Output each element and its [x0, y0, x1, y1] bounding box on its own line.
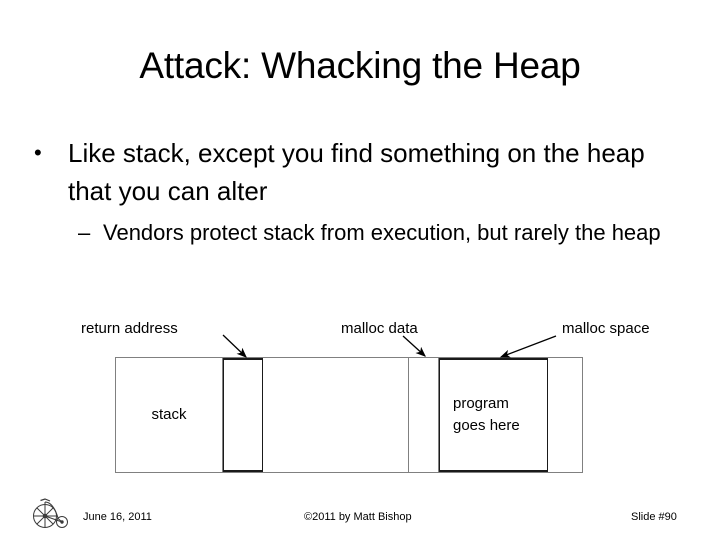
bullet-level-1-text: Like stack, except you find something on…: [68, 138, 645, 206]
label-malloc-space: malloc space: [562, 320, 650, 337]
memory-cell-stack-label: stack: [151, 406, 187, 423]
label-malloc-data: malloc data: [341, 320, 418, 337]
memory-cell-program-line1: program: [453, 395, 509, 412]
footer-slide-number: Slide #90: [631, 511, 677, 523]
bullet-level-2-text: Vendors protect stack from execution, bu…: [103, 220, 661, 245]
memory-cell-program-label: program goes here: [453, 393, 520, 437]
arrow-return-address: [222, 334, 247, 358]
memory-cell-program-line2: goes here: [453, 417, 520, 434]
bullet-level-2: – Vendors protect stack from execution, …: [78, 216, 678, 250]
footer-copyright: ©2011 by Matt Bishop: [304, 511, 412, 523]
bullet-level-1: • Like stack, except you find something …: [34, 134, 674, 210]
memory-cell-stack: stack: [116, 358, 223, 472]
page-title: Attack: Whacking the Heap: [139, 45, 581, 86]
memory-cell-program: program goes here: [439, 358, 548, 472]
bullet-marker-icon: •: [34, 140, 42, 165]
memory-layout-bar: stack program goes here: [115, 357, 583, 473]
memory-cell-tail-region: [548, 358, 582, 472]
memory-cell-return-address: [223, 358, 263, 472]
label-return-address: return address: [81, 320, 178, 337]
dash-marker-icon: –: [78, 220, 91, 245]
memory-cell-malloc-data: [409, 358, 439, 472]
penny-farthing-bicycle-logo: [33, 498, 68, 528]
arrow-malloc-data: [402, 335, 426, 357]
arrow-malloc-space: [499, 335, 557, 358]
footer-date: June 16, 2011: [83, 511, 152, 523]
memory-cell-free-region: [263, 358, 409, 472]
